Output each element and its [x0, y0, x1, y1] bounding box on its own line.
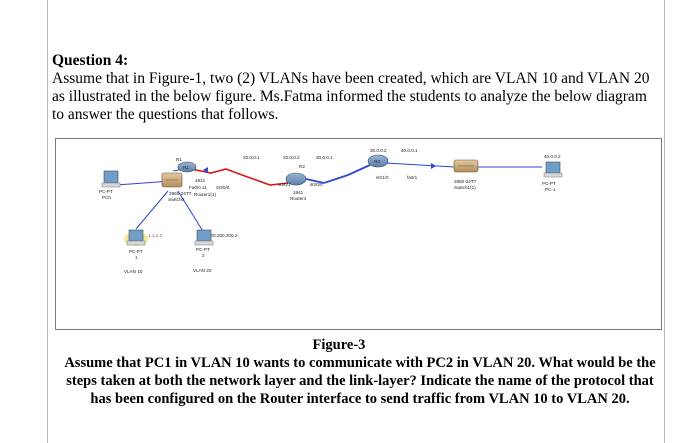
pc-right-model: PC-PT: [542, 181, 556, 186]
figure-caption: Figure-3: [312, 337, 366, 353]
page-frame: [47, 0, 665, 443]
pc1-icon[interactable]: [126, 229, 146, 246]
question-text: Assume that in Figure-1, two (2) VLANs h…: [52, 70, 650, 123]
pc2-model: PC-PT: [196, 247, 210, 252]
link-router3-switch1: [385, 162, 455, 168]
link-router2-router3: [305, 164, 371, 184]
switch0-icon[interactable]: [161, 172, 183, 188]
router1-icon-label: R1: [183, 165, 189, 170]
arrow-right: [431, 163, 436, 169]
ip-r1-r2-right: 20.0.0.2: [283, 155, 300, 160]
router3-fa: fa0/1: [407, 175, 418, 180]
pc0-icon[interactable]: [101, 170, 121, 188]
switch0-model: 2960-24TT: [169, 191, 192, 196]
question-heading: Question 4:: [52, 52, 129, 69]
pc0-model: PC-PT: [99, 189, 113, 194]
pc2-name: 2: [202, 253, 205, 258]
network-topology: PC-PT PC0 2960-24TT Switch0 R1 R1 1941 F…: [99, 148, 563, 274]
router3-icon[interactable]: R3: [367, 154, 389, 168]
ip-pc-right: 40.0.0.2: [544, 154, 561, 159]
router3-icon-label: R3: [374, 159, 380, 164]
router1-label-top: R1: [176, 157, 182, 162]
arrow-left: [203, 167, 208, 173]
pc-right-icon[interactable]: [543, 161, 563, 178]
router1-name: Router1(1): [194, 192, 216, 197]
router1-icon[interactable]: R1: [177, 161, 197, 173]
figure-question: Assume that PC1 in VLAN 10 wants to comm…: [64, 355, 656, 407]
router2-model: 1941: [293, 190, 304, 195]
vlan20-label: VLAN 20: [193, 268, 212, 273]
link-switch0-pc2: [177, 190, 205, 234]
switch1-model: 2960-24TT: [454, 179, 477, 184]
router2-name: Router4: [290, 196, 307, 201]
router2-label: R2: [299, 164, 305, 169]
pc-right-name: PC-1: [545, 187, 556, 192]
switch1-icon[interactable]: [453, 159, 479, 173]
network-diagram: PC-PT PC0 2960-24TT Switch0 R1 R1 1941 F…: [55, 138, 662, 330]
pc1-model: PC-PT: [129, 249, 143, 254]
pc2-ip: 200.200.200.2: [208, 233, 238, 238]
router2-icon[interactable]: [285, 172, 307, 186]
links: [115, 162, 542, 234]
router2-left-int: s0/0/1: [278, 182, 291, 187]
router2-right-int: s0/0/0: [310, 182, 323, 187]
router1-fa: Fa0/0.11: [189, 185, 207, 190]
switch0-name: Switch0: [168, 197, 185, 202]
ip-r2-r3-right: 30.0.0.2: [370, 148, 387, 153]
link-switch0-pc1: [135, 190, 169, 230]
pc1-ip: 1.1.1.2: [148, 233, 162, 238]
router1-serial: S0/0/0: [216, 185, 230, 190]
router1-model: 1941: [195, 178, 206, 183]
pc0-name: PC0: [102, 195, 111, 200]
pc1-name: 1: [135, 255, 138, 260]
pc2-icon[interactable]: [194, 229, 214, 246]
ip-r3-lan: 40.0.0.1: [401, 148, 418, 153]
switch1-name: Switch1(1): [454, 185, 476, 190]
vlan10-label: VLAN 10: [124, 269, 143, 274]
ip-r1-r2-left: 20.0.0.1: [243, 155, 260, 160]
router3-serial: s0/1/0: [376, 175, 389, 180]
ip-r2-r3-left: 30.0.0.1: [316, 155, 333, 160]
